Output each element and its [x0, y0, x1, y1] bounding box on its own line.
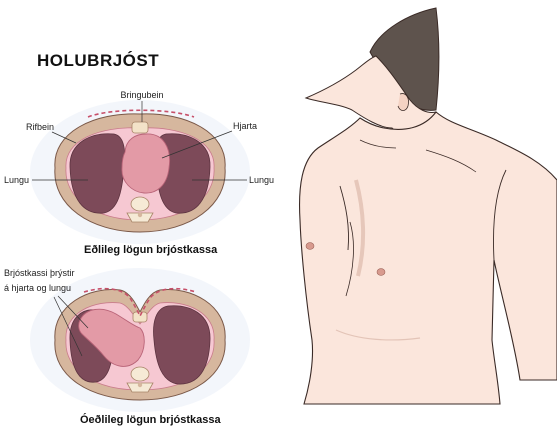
label-compression-line1: Brjóstkassi þrýstir: [4, 268, 75, 278]
label-sternum: Bringubein: [120, 90, 163, 100]
label-lung-right: Lungu: [249, 175, 274, 185]
label-lung-left: Lungu: [4, 175, 29, 185]
normal-caption: Eðlileg lögun brjóstkassa: [84, 244, 217, 256]
label-compression-line2: á hjarta og lungu: [4, 283, 71, 293]
normal-cross-section: Bringubein Rifbein Hjarta Lungu Lungu: [4, 90, 274, 244]
torso-illustration: [300, 8, 557, 404]
abnormal-caption: Óeðlileg lögun brjóstkassa: [80, 414, 221, 426]
label-heart: Hjarta: [233, 121, 257, 131]
label-rib: Rifbein: [26, 122, 54, 132]
abnormal-cross-section: Brjóstkassi þrýstir á hjarta og lungu: [4, 268, 250, 412]
nipple-right: [377, 269, 385, 276]
nipple-left: [306, 243, 314, 250]
